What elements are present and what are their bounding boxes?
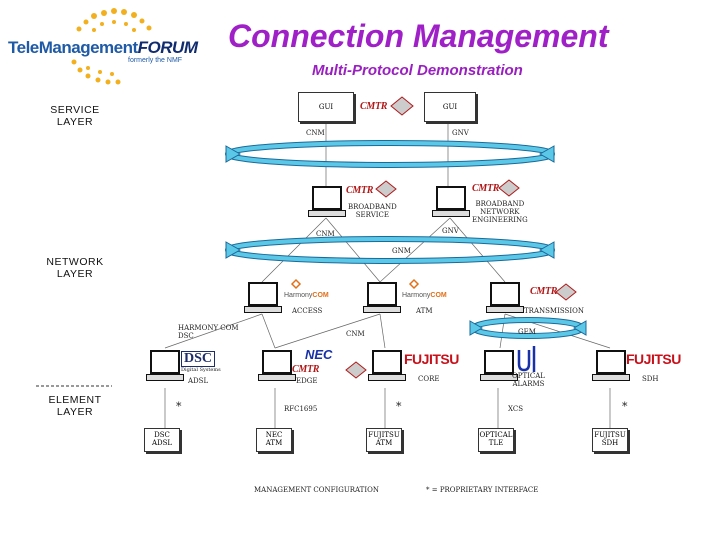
- dsc-logo: DSC: [181, 351, 216, 367]
- logo-wordmark: TeleManagementFORUM: [8, 38, 198, 58]
- harmony-logo-atm: HarmonyCOM: [402, 292, 447, 299]
- proprietary-star-2: *: [396, 400, 402, 413]
- gui-right-box: GUI: [424, 92, 476, 122]
- harmony-com-text: COM: [312, 292, 329, 299]
- rfc-label: RFC1695: [284, 405, 318, 413]
- pc-edge: [262, 350, 292, 374]
- cmtr-diamond-icons: [345, 96, 577, 379]
- footer-management-config: MANAGEMENT CONFIGURATION: [254, 486, 379, 494]
- page-title: Connection Management: [228, 18, 609, 54]
- pc-atm: [367, 282, 397, 306]
- cmtr-logo-broadband-service: CMTR: [346, 185, 374, 196]
- pc-core: [372, 350, 402, 374]
- transmission-label: TRANSMISSION: [524, 307, 584, 315]
- cmtr-logo-transmission: CMTR: [530, 286, 558, 297]
- sdh-label: SDH: [642, 375, 659, 383]
- pc-broadband-service: [312, 186, 342, 210]
- pc-broadband-engineering-base: [432, 210, 470, 217]
- pc-access-base: [244, 306, 282, 313]
- pc-core-base: [368, 374, 406, 381]
- network-bus-ring: [225, 236, 555, 264]
- pc-transmission-base: [486, 306, 524, 313]
- link-label-gnv-service: GNV: [452, 129, 469, 137]
- harmony-dsc-label: HARMONY COM DSC: [178, 324, 239, 340]
- proprietary-star-3: *: [622, 400, 628, 413]
- footer-proprietary-legend: * = PROPRIETARY INTERFACE: [426, 486, 539, 494]
- optical-alarms-label: OPTICAL ALARMS: [512, 372, 545, 388]
- adsl-label: ADSL: [188, 377, 209, 385]
- optical-logo-icon: [517, 346, 536, 372]
- pc-broadband-engineering: [436, 186, 466, 210]
- link-label-cnm-element: CNM: [346, 330, 365, 338]
- pc-optical-base: [480, 374, 518, 381]
- core-label: CORE: [418, 375, 440, 383]
- network-layer-label: NETWORK LAYER: [46, 256, 104, 280]
- harmony-swoosh-icons: [290, 278, 420, 290]
- harmony-brand-text: Harmony: [402, 292, 431, 299]
- pc-adsl: [150, 350, 180, 374]
- element-box-fujitsu-atm: FUJITSU ATM: [366, 428, 402, 452]
- harmony-brand-text: Harmony: [284, 292, 313, 299]
- tmf-logo-dots: [71, 8, 152, 85]
- link-label-gnm: GNM: [392, 247, 411, 255]
- element-box-fujitsu-sdh: FUJITSU SDH: [592, 428, 628, 452]
- pc-broadband-service-base: [308, 210, 346, 217]
- cmtr-logo-edge: CMTR: [292, 364, 320, 375]
- link-label-cnm-network: CNM: [316, 230, 335, 238]
- access-label: ACCESS: [292, 307, 323, 315]
- service-bus-ring: [225, 140, 555, 168]
- gui-left-box: GUI: [298, 92, 354, 122]
- element-box-dsc-adsl: DSC ADSL: [144, 428, 180, 452]
- pc-adsl-base: [146, 374, 184, 381]
- page-subtitle: Multi-Protocol Demonstration: [312, 62, 523, 79]
- edge-label: EDGE: [296, 377, 318, 385]
- fujitsu-logo-sdh: FUJITSU: [626, 351, 681, 367]
- element-box-nec-atm: NEC ATM: [256, 428, 292, 452]
- broadband-service-label: BROADBAND SERVICE: [348, 203, 397, 219]
- logo-forum-text: FORUM: [137, 38, 198, 57]
- link-label-gem: GEM: [518, 328, 536, 336]
- tmf-logo: [6, 4, 221, 88]
- cmtr-logo-service: CMTR: [360, 101, 388, 112]
- pc-access: [248, 282, 278, 306]
- link-label-cnm-service: CNM: [306, 129, 325, 137]
- xcs-label: XCS: [508, 405, 524, 413]
- atm-label: ATM: [416, 307, 433, 315]
- element-box-optical-tle: OPTICAL TLE: [478, 428, 514, 452]
- logo-subtext: formerly the NMF: [128, 57, 183, 64]
- nec-logo: NEC: [305, 347, 333, 362]
- pc-transmission: [490, 282, 520, 306]
- harmony-logo-access: HarmonyCOM: [284, 292, 329, 299]
- pc-atm-base: [363, 306, 401, 313]
- fujitsu-logo-core: FUJITSU: [404, 351, 459, 367]
- connector-lines: [164, 121, 611, 428]
- pc-edge-base: [258, 374, 296, 381]
- element-layer-label: ELEMENT LAYER: [48, 394, 102, 418]
- dsc-logo-sub: Digital Systems: [181, 367, 221, 373]
- service-layer-label: SERVICE LAYER: [50, 104, 100, 128]
- cmtr-logo-broadband-eng: CMTR: [472, 183, 500, 194]
- pc-sdh: [596, 350, 626, 374]
- pc-sdh-base: [592, 374, 630, 381]
- proprietary-star-1: *: [176, 400, 182, 413]
- element-bus-ring: [469, 317, 587, 339]
- logo-tele-text: TeleManagement: [8, 38, 138, 57]
- link-label-gnv-network: GNV: [442, 227, 459, 235]
- harmony-com-text: COM: [430, 292, 447, 299]
- pc-optical: [484, 350, 514, 374]
- broadband-eng-label: BROADBAND NETWORK ENGINEERING: [472, 200, 528, 224]
